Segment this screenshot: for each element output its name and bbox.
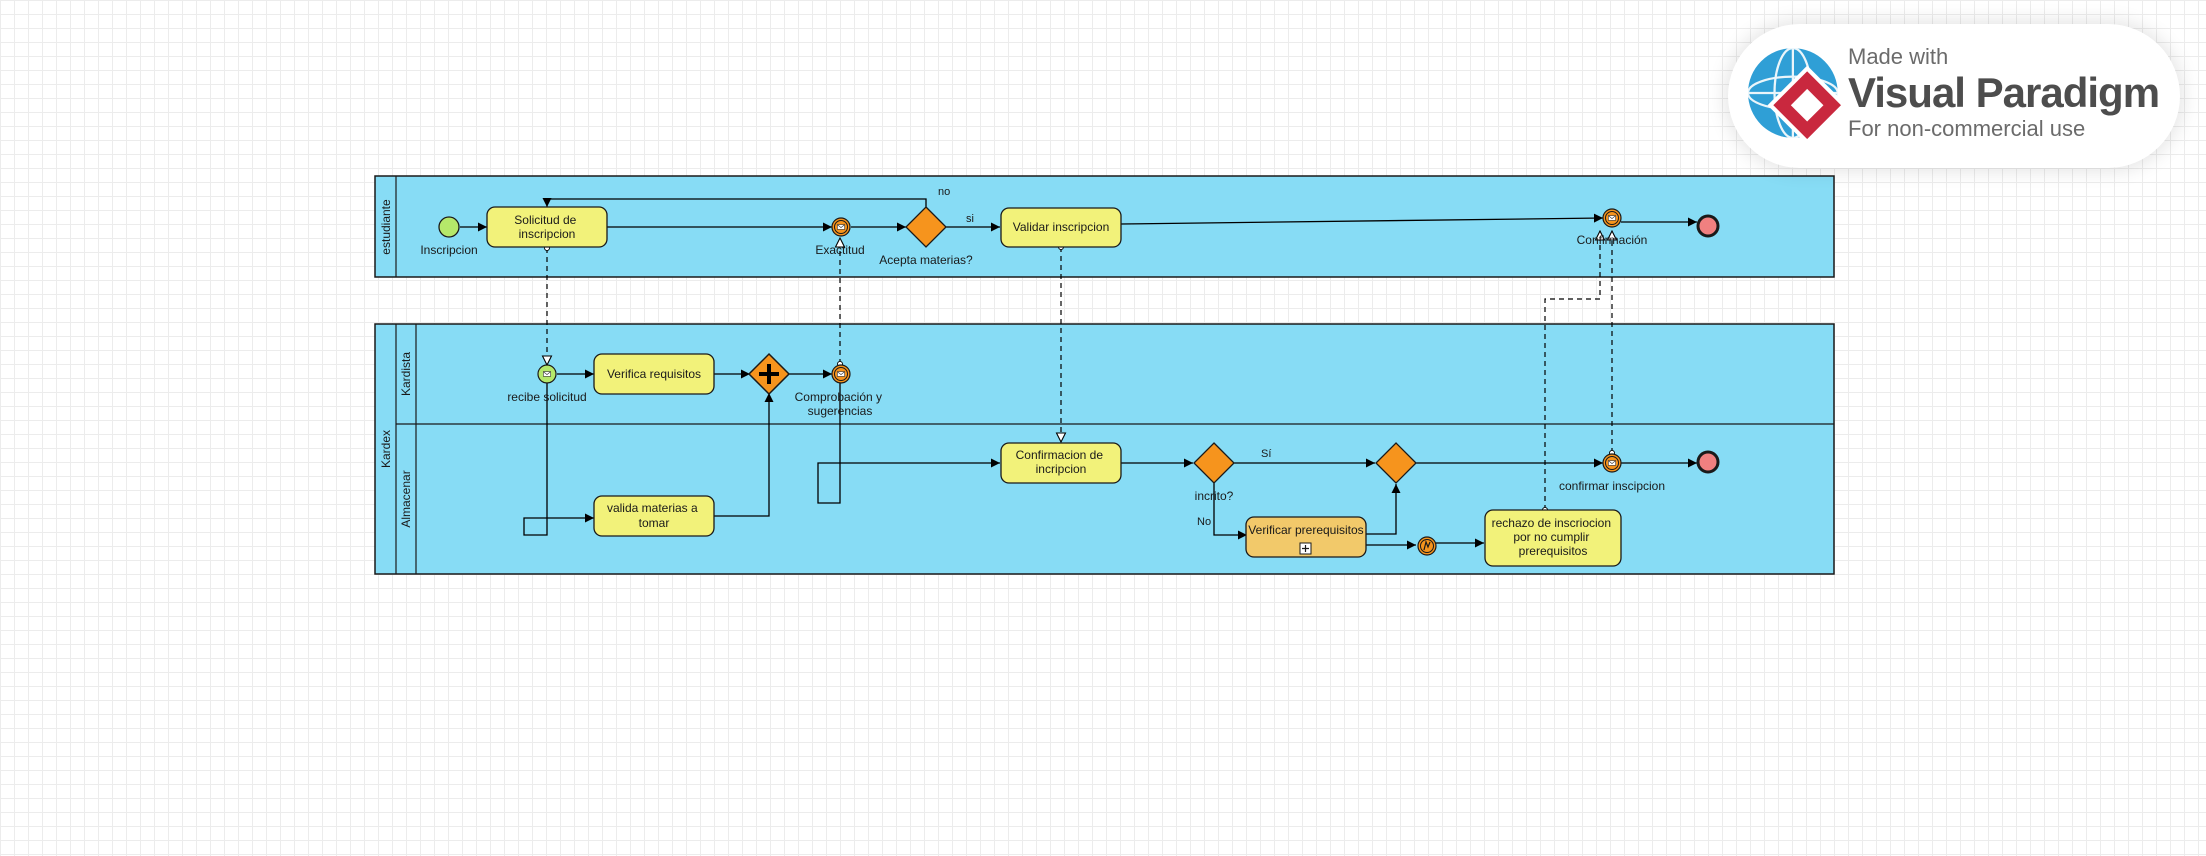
flow-label-si-top: si (966, 213, 974, 225)
flow-validar-to-confirmacion[interactable] (1120, 213, 1604, 225)
envelope-icon (837, 224, 845, 230)
label-comprobacion-line2: sugerencias (808, 404, 873, 418)
label-comprobacion: Comprobación y sugerencias (795, 390, 886, 418)
message-event-confirmar[interactable] (1602, 453, 1622, 473)
pool-label-estudiante: estudiante (379, 199, 393, 255)
task-solicitud-label: Solicitud de inscripcion (514, 213, 579, 241)
label-exactitud: Exactitud (815, 243, 864, 257)
task-validar-inscripcion[interactable]: Validar inscripcion (1000, 207, 1122, 248)
task-verifica-requisitos[interactable]: Verifica requisitos (593, 353, 715, 395)
expand-plus-icon[interactable] (1299, 542, 1312, 555)
gateway-acepta-materias[interactable] (905, 206, 947, 248)
message-start-recibe-solicitud[interactable] (537, 364, 557, 384)
task-valida-label: valida materias a tomar (607, 501, 701, 530)
flow-label-no-bottom: No (1197, 516, 1211, 528)
envelope-icon (1608, 215, 1616, 221)
envelope-icon (837, 371, 845, 377)
message-event-exactitud[interactable] (831, 217, 851, 237)
flow-recibe-to-valida[interactable] (523, 380, 594, 536)
task-confirmacion-label: Confirmacion de incripcion (1016, 448, 1107, 476)
flow-prerreq-to-merge[interactable] (1366, 484, 1401, 535)
gateway-merge[interactable] (1375, 442, 1417, 484)
task-confirmacion-incripcion[interactable]: Confirmacion de incripcion (1000, 442, 1122, 484)
flow-comprobacion-to-confirmacion[interactable] (817, 380, 1000, 504)
watermark-line2: Visual Paradigm (1848, 69, 2160, 116)
label-inscrito: incrito? (1195, 489, 1234, 503)
task-verifica-label: Verifica requisitos (607, 367, 701, 381)
label-recibe-solicitud: recibe solicitud (507, 390, 586, 404)
task-rechazo-inscripcion[interactable]: rechazo de inscriocion por no cumplir pr… (1484, 509, 1622, 567)
visual-paradigm-watermark: Made with Visual Paradigm For non-commer… (1728, 24, 2180, 168)
envelope-icon (1608, 460, 1616, 466)
task-validar-label: Validar inscripcion (1013, 220, 1110, 234)
task-solicitud[interactable]: Solicitud de inscripcion (486, 206, 608, 248)
subprocess-verificar-prerequisitos[interactable]: Verificar prerequisitos (1245, 516, 1367, 558)
message-event-comprobacion[interactable] (831, 364, 851, 384)
intermediate-event-error[interactable] (1417, 536, 1437, 556)
label-comprobacion-line1: Comprobación y (795, 390, 882, 404)
flow-label-si-bottom: Sí (1261, 448, 1271, 460)
envelope-icon (543, 371, 551, 377)
end-event-top[interactable] (1696, 214, 1720, 238)
task-valida-materias[interactable]: valida materias a tomar (593, 495, 715, 537)
lightning-icon (1423, 540, 1431, 551)
start-event-inscripcion[interactable] (438, 216, 460, 238)
label-confirmacion: Confirmación (1577, 233, 1648, 247)
task-rechazo-label: rechazo de inscriocion por no cumplir pr… (1492, 516, 1615, 558)
flow-acepta-no[interactable] (542, 197, 927, 207)
flow-label-no-top: no (938, 186, 950, 198)
watermark-line1: Made with (1848, 44, 1949, 69)
label-start-inscripcion: Inscripcion (420, 243, 477, 257)
subprocess-prerreq-label: Verificar prerequisitos (1248, 523, 1363, 537)
flow-inscrito-no[interactable] (1213, 483, 1247, 540)
watermark-text: Made with Visual Paradigm For non-commer… (1848, 44, 2160, 142)
globe-logo-icon (1748, 46, 1847, 145)
label-acepta-materias: Acepta materias? (879, 253, 973, 267)
message-event-confirmacion[interactable] (1602, 208, 1622, 228)
end-event-bottom[interactable] (1696, 450, 1720, 474)
plus-icon (759, 364, 779, 384)
lane-label-kardista: Kardista (399, 352, 413, 396)
flow-valida-to-parallel[interactable] (714, 393, 774, 517)
label-confirmar: confirmar inscipcion (1559, 479, 1665, 493)
msg-rechazo-to-confirmacion[interactable] (1545, 231, 1600, 510)
gateway-inscrito[interactable] (1193, 442, 1235, 484)
pool-label-kardex: Kardex (379, 430, 393, 468)
gateway-parallel[interactable] (747, 352, 791, 396)
lane-label-almacenar: Almacenar (399, 470, 413, 527)
watermark-line3: For non-commercial use (1848, 116, 2086, 141)
